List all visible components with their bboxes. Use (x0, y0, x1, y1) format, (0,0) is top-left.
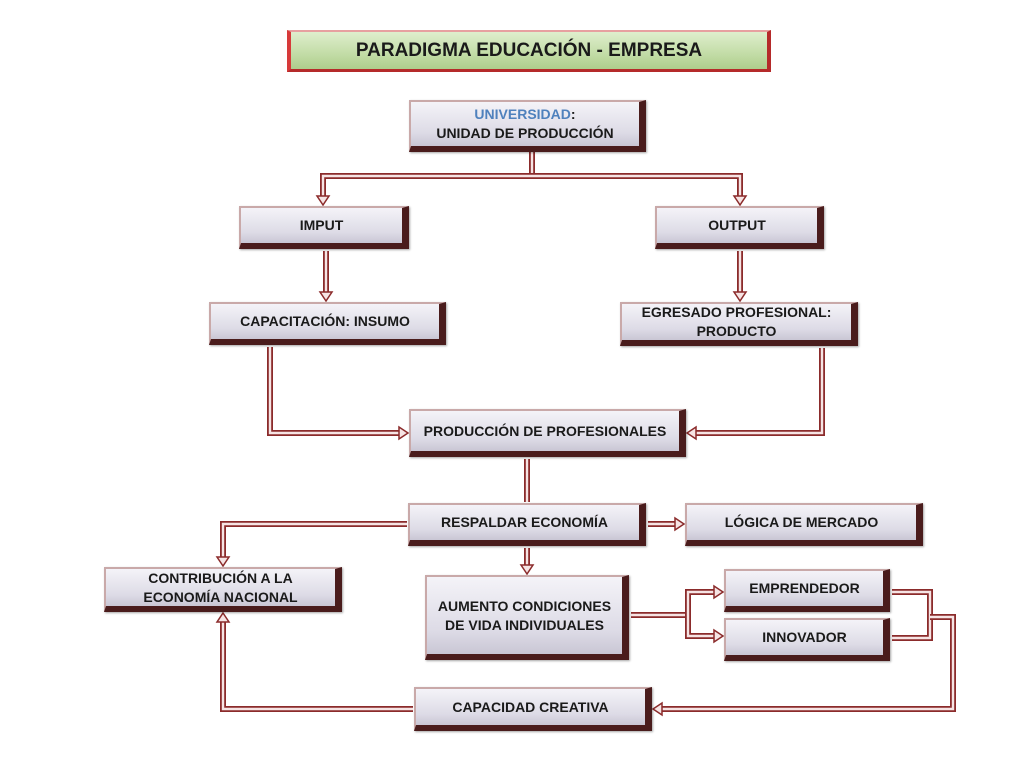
node-capacitacion: CAPACITACIÓN: INSUMO (209, 302, 446, 345)
connector-to-emprendedor (685, 589, 714, 615)
imput-label: IMPUT (299, 217, 344, 234)
egresado-line1: EGRESADO PROFESIONAL: (641, 304, 832, 321)
output-label: OUTPUT (708, 217, 766, 234)
connector-merge-capacidad-arrowhead (651, 701, 663, 717)
connector-to-imput-arrowhead (315, 195, 331, 207)
node-universidad: UNIVERSIDAD: UNIDAD DE PRODUCCIÓN (409, 100, 646, 152)
connector-emprendedor-merge (892, 589, 933, 617)
node-imput: IMPUT (239, 206, 409, 249)
connector-capacitacion-produccion (267, 347, 399, 436)
aumento-line2: DE VIDA INDIVIDUALES (445, 616, 604, 633)
connector-to-imput (320, 173, 532, 196)
egresado-line2: PRODUCTO (696, 323, 777, 339)
universidad-highlight: UNIVERSIDAD (474, 106, 571, 123)
connector-respaldar-contribucion (220, 521, 407, 557)
connector-to-output-arrowhead (732, 195, 748, 207)
produccion-label: PRODUCCIÓN DE PROFESIONALES (423, 422, 667, 439)
contribucion-line1: CONTRIBUCIÓN A LA (148, 569, 293, 586)
contribucion-line2: ECONOMÍA NACIONAL (143, 588, 298, 605)
emprendedor-label: EMPRENDEDOR (749, 580, 860, 597)
capacidad-label: CAPACIDAD CREATIVA (452, 698, 609, 715)
diagram-title: PARADIGMA EDUCACIÓN - EMPRESA (287, 30, 771, 72)
node-aumento: AUMENTO CONDICIONES DE VIDA INDIVIDUALES (425, 575, 629, 660)
node-capacidad: CAPACIDAD CREATIVA (414, 687, 652, 731)
universidad-colon: : (570, 106, 576, 123)
connector-imput-capacitacion-arrowhead (318, 291, 334, 303)
logica-label: LÓGICA DE MERCADO (724, 514, 879, 531)
connector-innovador-merge (892, 617, 933, 641)
node-emprendedor: EMPRENDEDOR (724, 569, 890, 612)
innovador-label: INNOVADOR (762, 629, 847, 646)
connector-to-innovador (685, 615, 714, 639)
connector-merge-capacidad (662, 614, 956, 712)
node-innovador: INNOVADOR (724, 618, 890, 661)
connector-respaldar-logica-arrowhead (674, 516, 686, 532)
connector-to-output (532, 173, 743, 196)
connector-capacidad-contribucion (220, 622, 413, 712)
node-egresado: EGRESADO PROFESIONAL: PRODUCTO (620, 302, 858, 346)
connector-capacidad-contribucion-arrowhead (215, 611, 231, 623)
universidad-subtitle: UNIDAD DE PRODUCCIÓN (436, 125, 614, 141)
capacitacion-label: CAPACITACIÓN: INSUMO (240, 313, 410, 330)
connector-to-emprendedor-arrowhead (713, 584, 725, 600)
connector-respaldar-contribucion-arrowhead (215, 556, 231, 568)
connector-to-innovador-arrowhead (713, 628, 725, 644)
connector-egresado-produccion (696, 348, 825, 436)
connector-capacitacion-produccion-arrowhead (398, 425, 410, 441)
node-produccion: PRODUCCIÓN DE PROFESIONALES (409, 409, 686, 457)
node-logica: LÓGICA DE MERCADO (685, 503, 923, 546)
respaldar-label: RESPALDAR ECONOMÍA (441, 514, 608, 531)
node-output: OUTPUT (655, 206, 824, 249)
connector-respaldar-aumento-arrowhead (519, 564, 535, 576)
aumento-line1: AUMENTO CONDICIONES (437, 597, 612, 614)
connector-egresado-produccion-arrowhead (685, 425, 697, 441)
node-respaldar: RESPALDAR ECONOMÍA (408, 503, 646, 546)
connector-output-egresado-arrowhead (732, 291, 748, 303)
node-contribucion: CONTRIBUCIÓN A LA ECONOMÍA NACIONAL (104, 567, 342, 612)
